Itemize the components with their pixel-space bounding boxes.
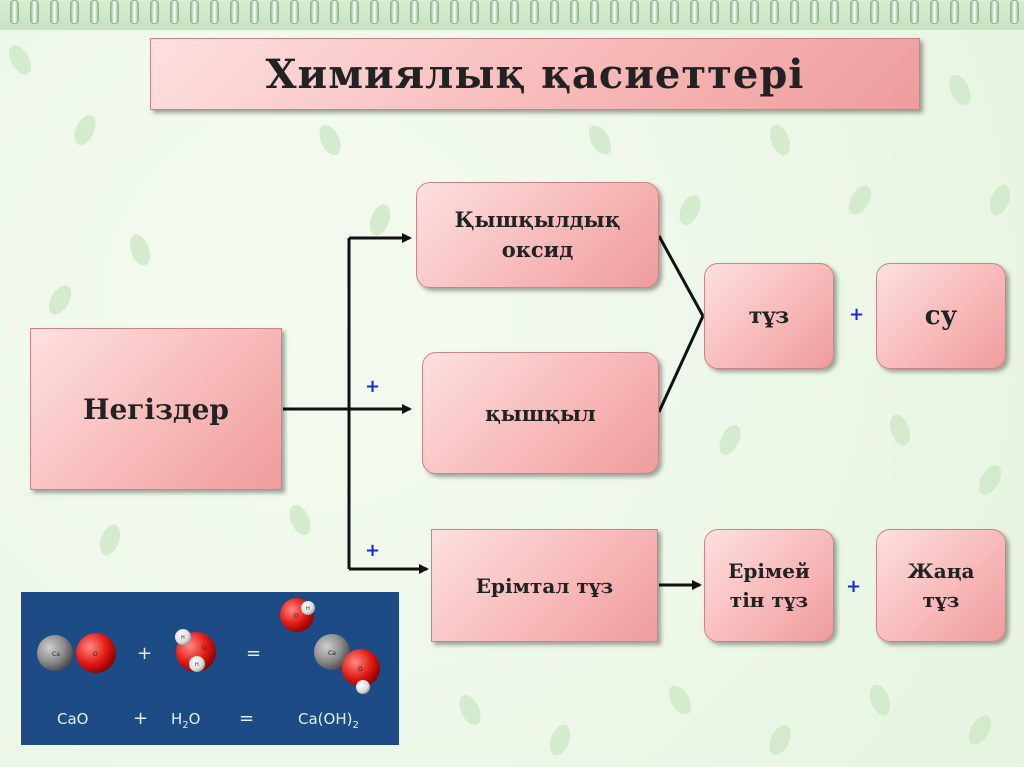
insoluble-salt-box: Ерімей тін тұз xyxy=(704,529,834,642)
formula-equals: = xyxy=(239,708,255,729)
svg-text:O: O xyxy=(294,613,299,620)
insoluble-salt-line2: тін тұз xyxy=(729,587,809,612)
join-line-bottom xyxy=(657,315,705,413)
page-title: Химиялық қасиеттері xyxy=(150,38,920,110)
water-molecule: H H O xyxy=(175,629,216,672)
plus-sign-salt-water: + xyxy=(849,304,865,325)
reaction-panel: Ca O H H O O H Ca O + = CaO + H2O = Ca(O… xyxy=(21,592,399,745)
new-base-line1: Жаңа xyxy=(907,558,975,583)
join-line-top xyxy=(657,235,705,317)
salt-box: тұз xyxy=(704,263,834,369)
svg-text:H: H xyxy=(195,662,199,668)
acid-box: қышқыл xyxy=(422,352,659,474)
acidic-oxide-line2: оксид xyxy=(501,237,574,262)
svg-text:O: O xyxy=(202,645,207,652)
formula-plus: + xyxy=(133,708,149,729)
reaction-plus-top: + xyxy=(137,643,152,664)
acidic-oxide-box: Қышқылдық оксид xyxy=(416,182,659,288)
cao-molecule: Ca O xyxy=(37,633,116,673)
acidic-oxide-line1: Қышқылдық xyxy=(454,207,621,232)
plus-sign-acid: + xyxy=(365,376,381,397)
water-box: су xyxy=(876,263,1006,369)
molecule-models: Ca O H H O O H Ca O + = xyxy=(37,598,380,694)
plus-sign-products: + xyxy=(846,576,862,597)
formula-caoh2: Ca(OH)2 xyxy=(298,710,359,731)
new-base-box: Жаңа тұз xyxy=(876,529,1006,642)
plus-sign-salt: + xyxy=(365,540,381,561)
notebook-spiral-binding xyxy=(0,0,1024,30)
reaction-equals-top: = xyxy=(246,643,261,664)
new-base-line2: тұз xyxy=(922,587,960,612)
bases-box: Негіздер xyxy=(30,328,282,490)
svg-text:H: H xyxy=(181,635,185,641)
formula-h2o: H2O xyxy=(171,710,201,731)
soluble-salt-box: Ерімтал тұз xyxy=(431,529,658,642)
formula-cao: CaO xyxy=(57,710,89,728)
svg-text:O: O xyxy=(93,651,98,658)
svg-text:O: O xyxy=(358,666,363,673)
svg-text:H: H xyxy=(306,606,310,612)
svg-text:Ca: Ca xyxy=(328,650,336,657)
svg-text:Ca: Ca xyxy=(52,651,60,658)
calcium-hydroxide-molecule: O H Ca O xyxy=(280,598,380,694)
insoluble-salt-line1: Ерімей xyxy=(728,558,810,583)
